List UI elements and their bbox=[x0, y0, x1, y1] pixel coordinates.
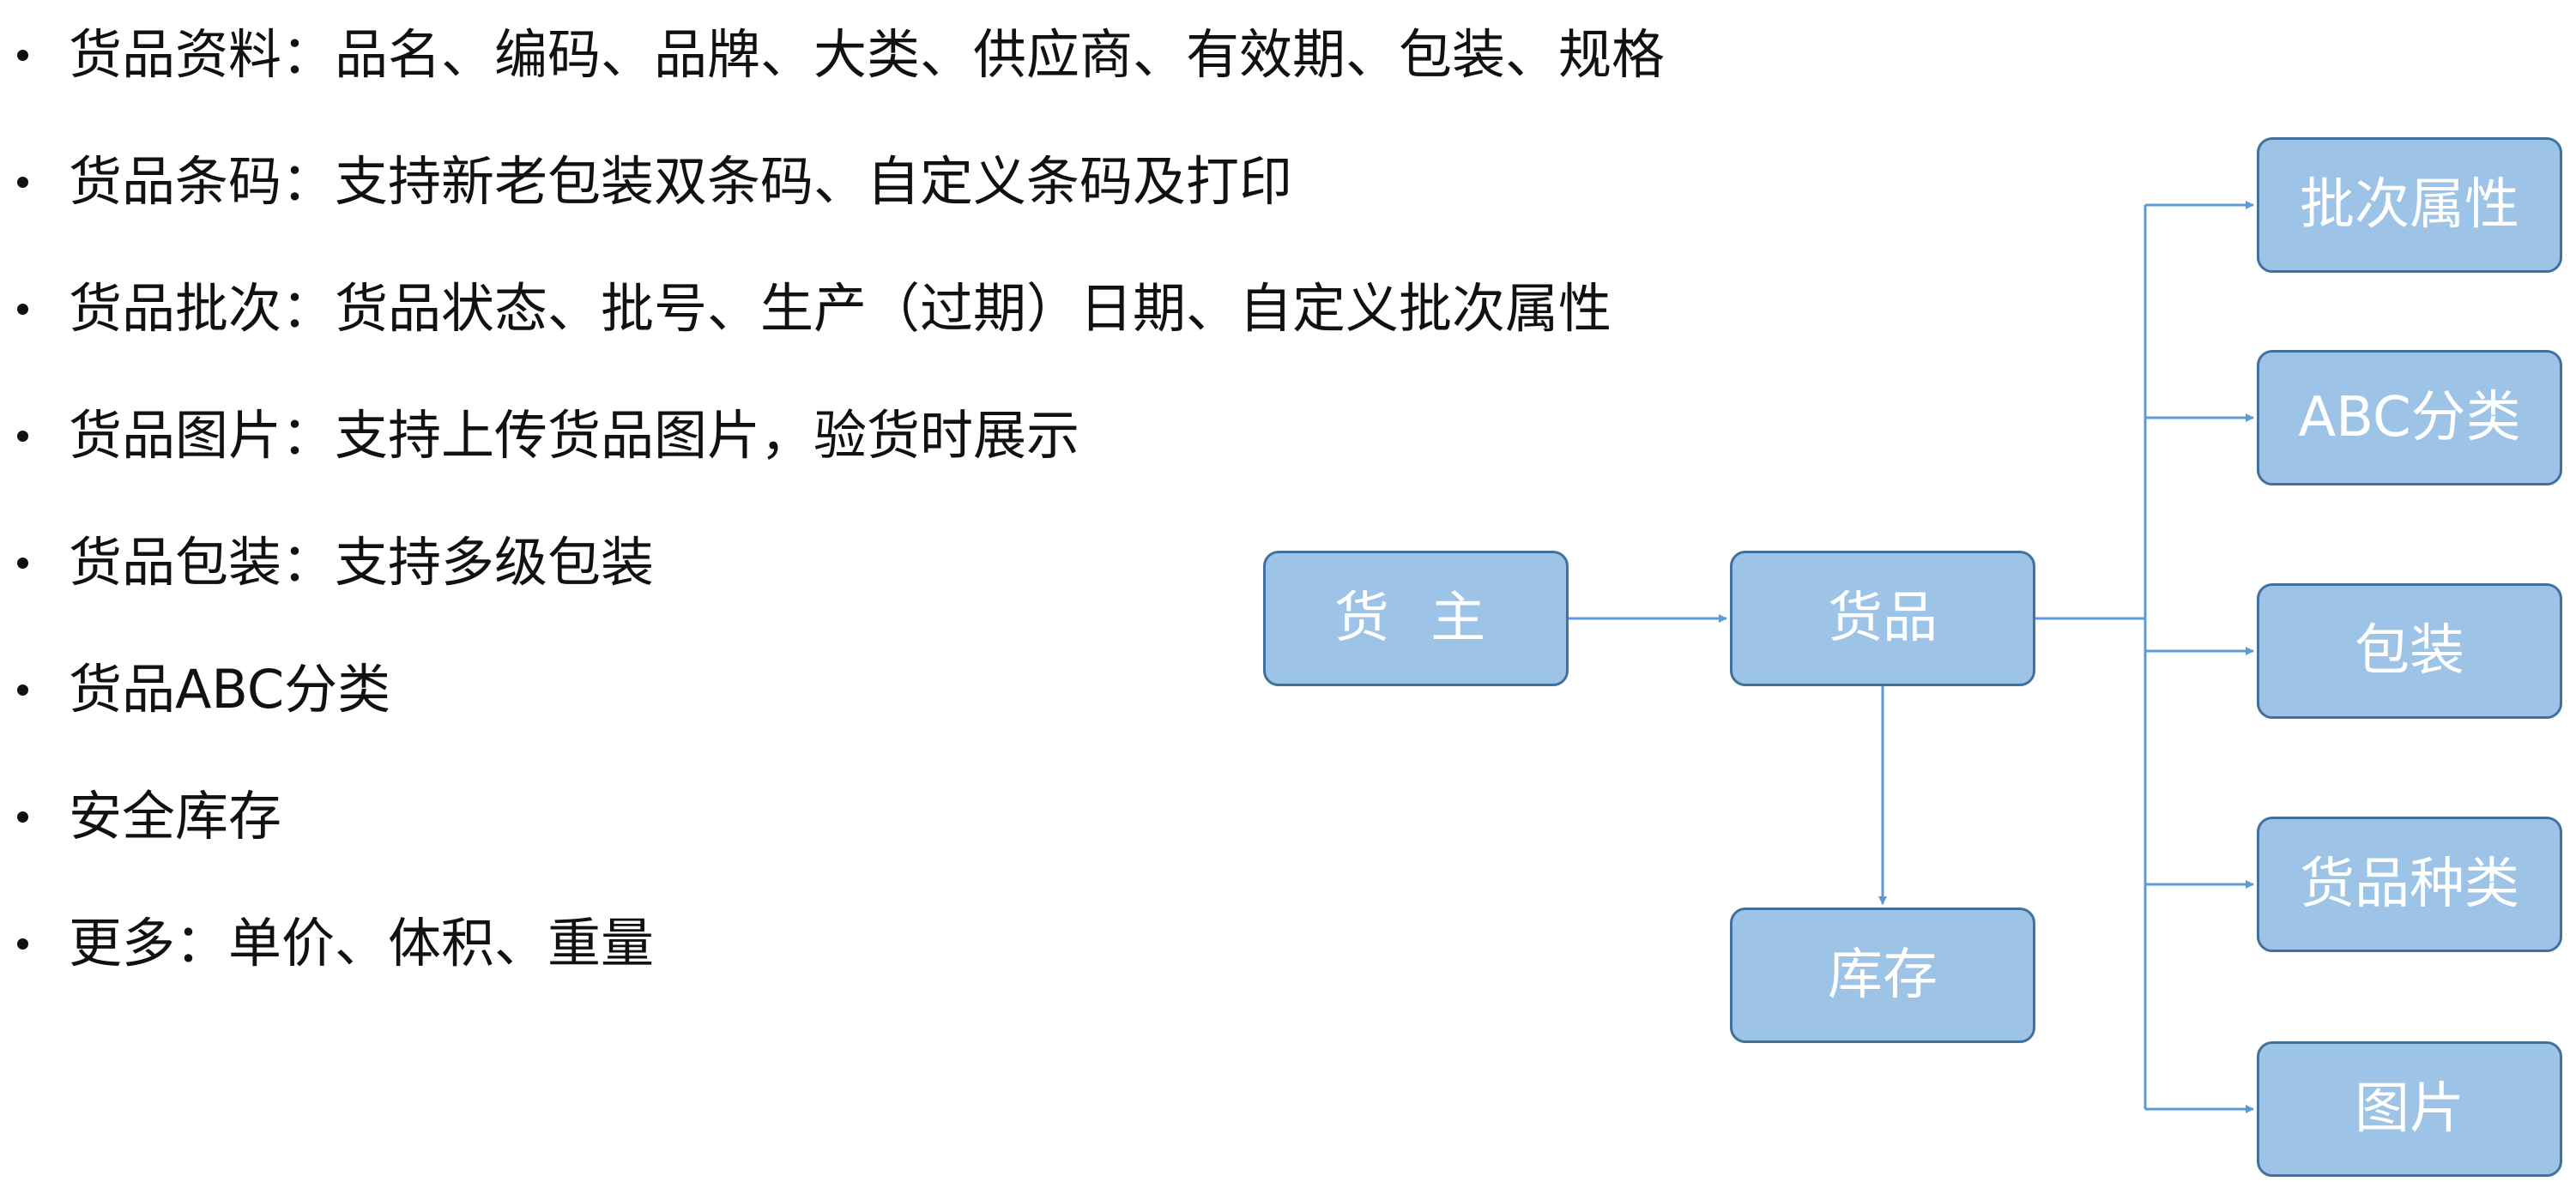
bullet-text: 货品资料：品名、编码、品牌、大类、供应商、有效期、包装、规格 bbox=[69, 23, 1666, 86]
image-node-label: 图片 bbox=[2355, 1077, 2464, 1141]
abc-classification-node: ABC分类 bbox=[2257, 350, 2562, 485]
batch-attribute-node: 批次属性 bbox=[2257, 137, 2562, 273]
goods-node: 货品 bbox=[1730, 551, 2035, 686]
bullet-dot-icon bbox=[17, 684, 28, 696]
feature-bullet-list: 货品资料：品名、编码、品牌、大类、供应商、有效期、包装、规格 货品条码：支持新老… bbox=[17, 23, 1666, 974]
bullet-text: 更多：单价、体积、重量 bbox=[69, 912, 655, 974]
bullet-text: 货品包装：支持多级包装 bbox=[69, 531, 655, 594]
bullet-dot-icon bbox=[17, 177, 28, 188]
goods-type-node: 货品种类 bbox=[2257, 817, 2562, 952]
goods-type-node-label: 货品种类 bbox=[2300, 853, 2519, 916]
owner-node-label: 货 主 bbox=[1333, 587, 1498, 650]
packaging-node-label: 包装 bbox=[2355, 619, 2464, 683]
bullet-dot-icon bbox=[17, 558, 28, 569]
bullet-dot-icon bbox=[17, 811, 28, 823]
goods-node-label: 货品 bbox=[1828, 587, 1938, 650]
abc-classification-node-label: ABC分类 bbox=[2298, 386, 2521, 449]
bullet-dot-icon bbox=[17, 938, 28, 950]
bullet-text: 货品批次：货品状态、批号、生产（过期）日期、自定义批次属性 bbox=[69, 277, 1612, 340]
bullet-dot-icon bbox=[17, 50, 28, 61]
bullet-text: 货品ABC分类 bbox=[69, 658, 391, 721]
inventory-node: 库存 bbox=[1730, 908, 2035, 1043]
owner-node: 货 主 bbox=[1263, 551, 1569, 686]
bullet-text: 货品条码：支持新老包装双条码、自定义条码及打印 bbox=[69, 150, 1293, 213]
image-node: 图片 bbox=[2257, 1041, 2562, 1177]
bullet-dot-icon bbox=[17, 304, 28, 315]
bullet-dot-icon bbox=[17, 431, 28, 442]
bullet-text: 货品图片：支持上传货品图片，验货时展示 bbox=[69, 404, 1080, 467]
bullet-text: 安全库存 bbox=[69, 785, 282, 847]
packaging-node: 包装 bbox=[2257, 583, 2562, 719]
inventory-node-label: 库存 bbox=[1828, 944, 1938, 1007]
batch-attribute-node-label: 批次属性 bbox=[2300, 173, 2519, 237]
